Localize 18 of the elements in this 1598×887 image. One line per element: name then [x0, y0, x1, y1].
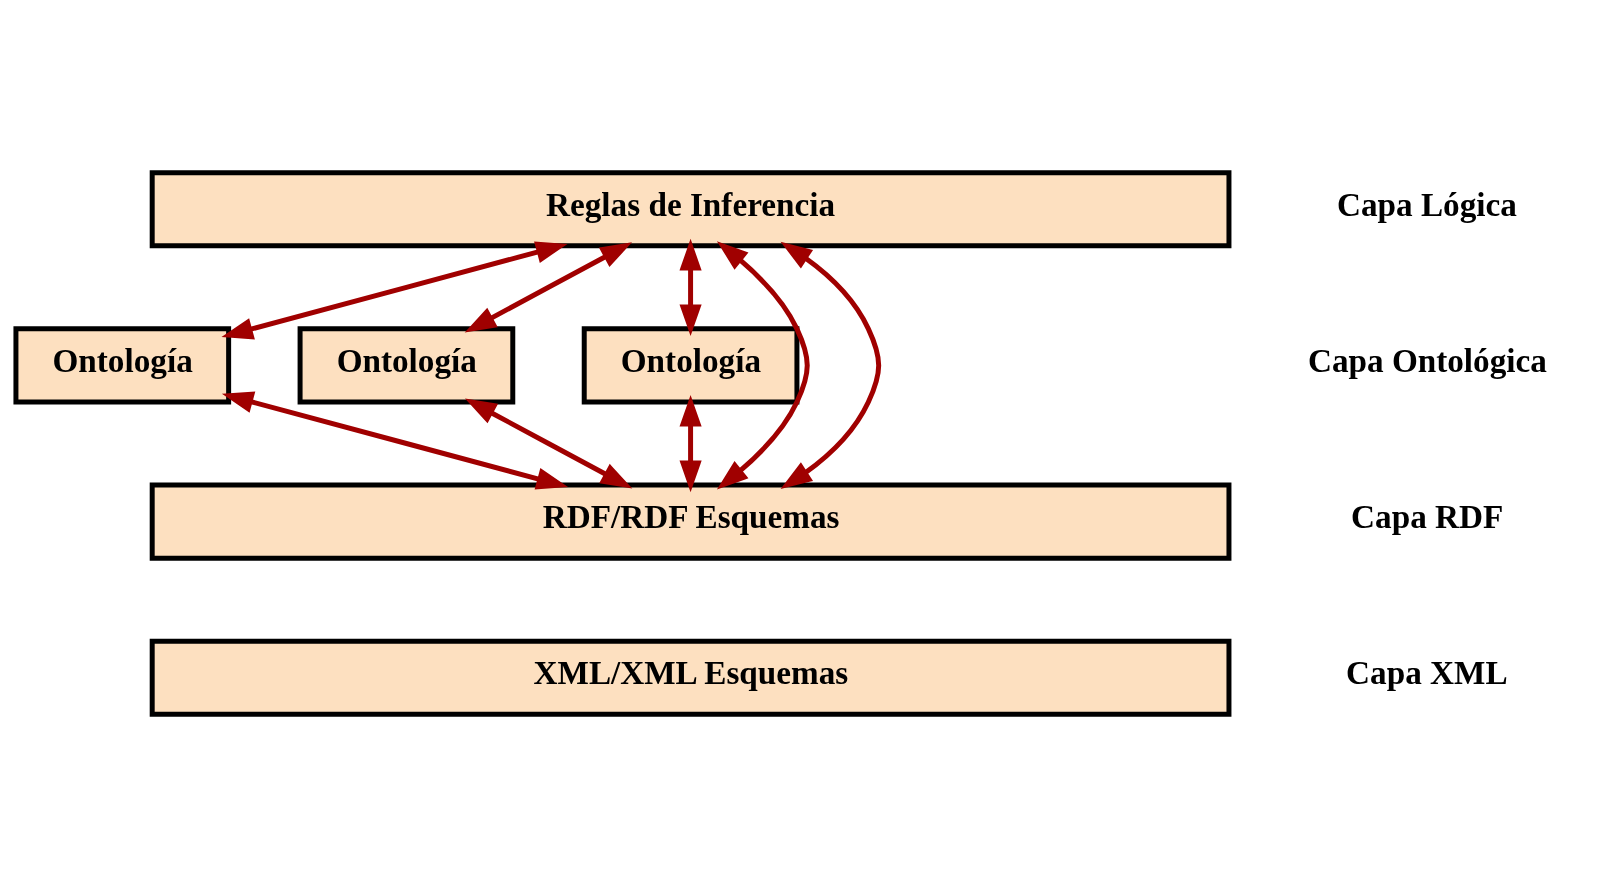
label: Capa RDF — [1351, 498, 1504, 536]
arrow — [464, 398, 633, 489]
arrow — [221, 391, 569, 490]
arrow — [679, 394, 702, 493]
label: Capa XML — [1346, 654, 1508, 692]
node-box: Reglas de Inferencia — [149, 170, 1232, 249]
label: Capa Ontológica — [1307, 342, 1547, 380]
arrow — [679, 238, 702, 337]
node-box: Ontología — [581, 326, 800, 405]
node-box: Ontología — [297, 326, 516, 405]
label: Capa Lógica — [1336, 185, 1517, 223]
node-box: RDF/RDF Esquemas — [149, 482, 1232, 561]
node-box: Ontología — [13, 326, 232, 405]
arrow — [221, 241, 568, 340]
arrow — [716, 241, 810, 490]
node-box: XML/XML Esquemas — [149, 638, 1232, 717]
arrow — [780, 241, 882, 489]
arrow — [464, 242, 633, 333]
